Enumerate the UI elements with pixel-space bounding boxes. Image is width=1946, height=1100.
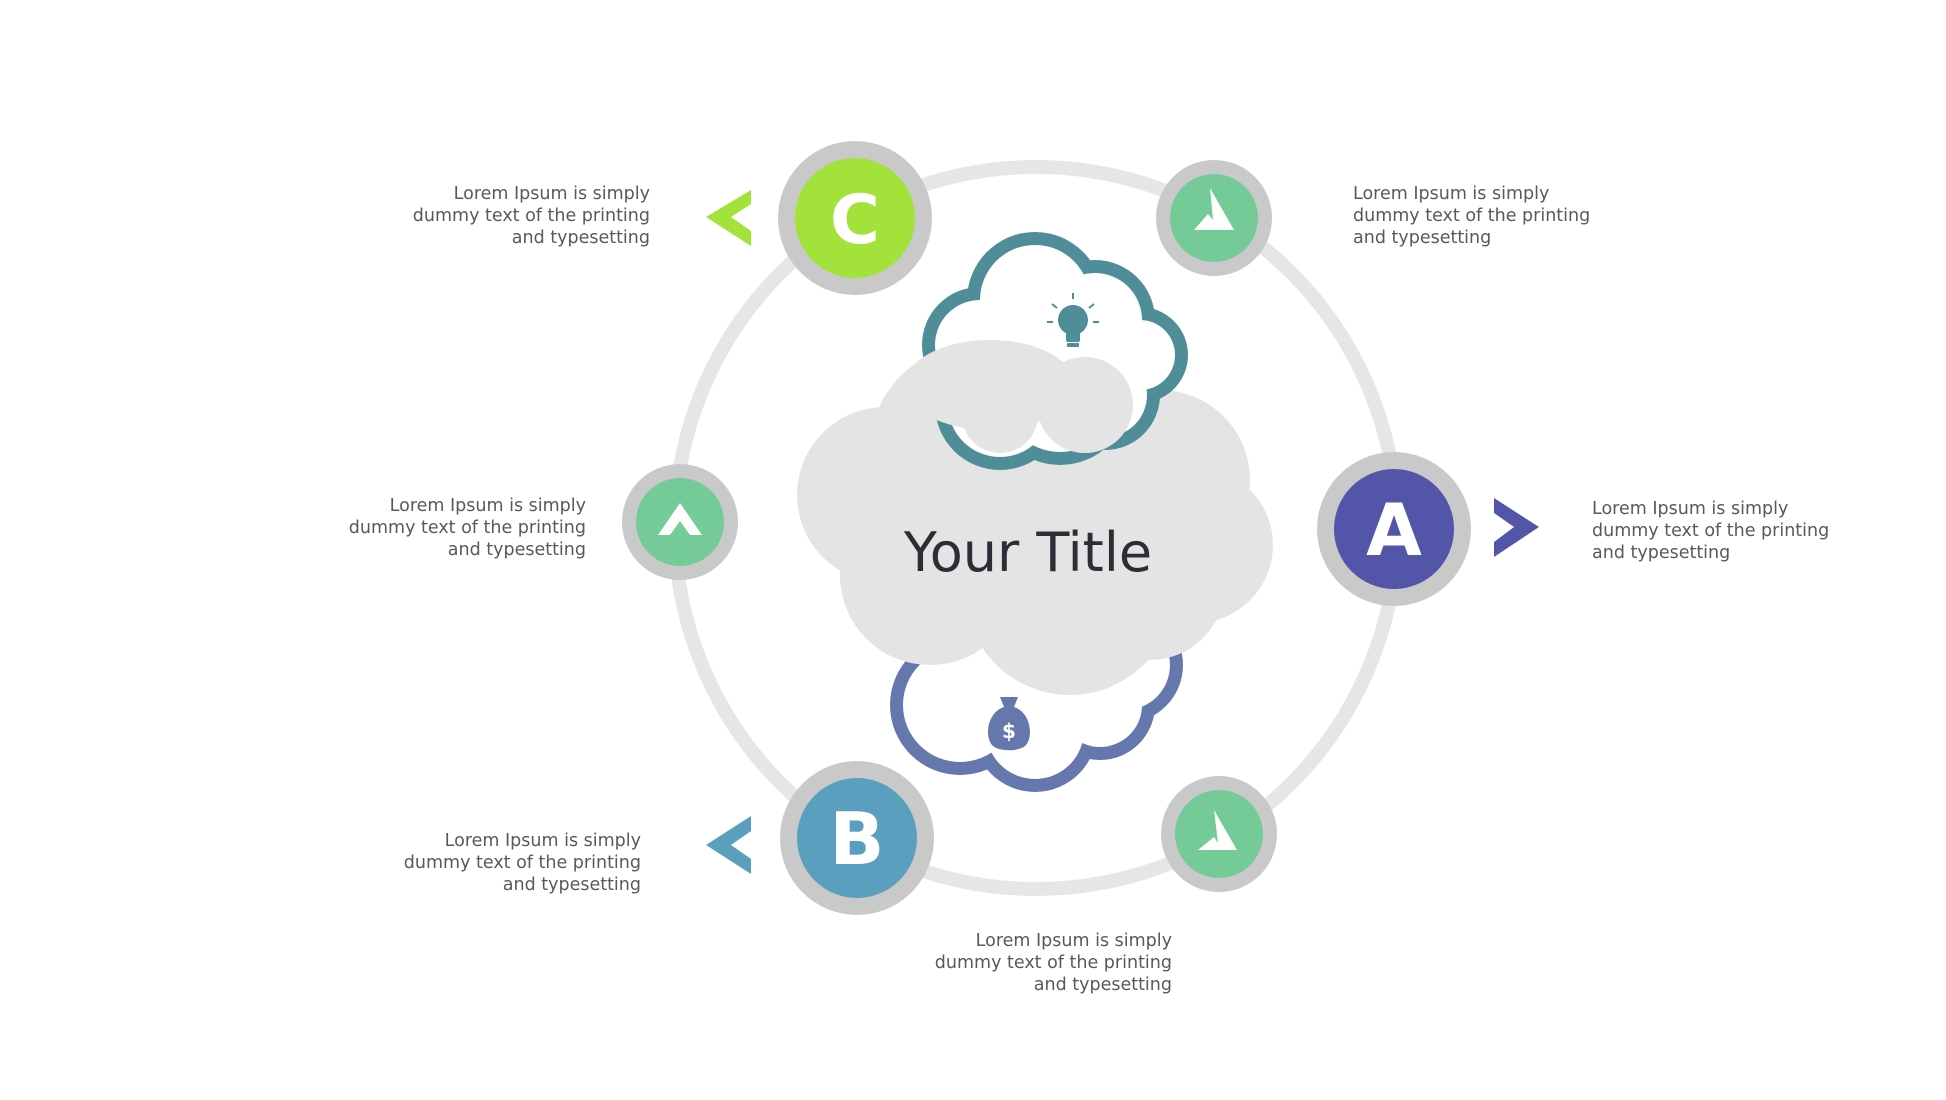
caption-top-left: Lorem Ipsum is simply dummy text of the … xyxy=(412,184,650,248)
node-small-left xyxy=(622,464,738,580)
money-bag-icon: $ xyxy=(988,697,1030,751)
node-small-bottom-right xyxy=(1161,776,1277,892)
node-a-letter: A xyxy=(1366,488,1422,572)
arrow-a-right-icon xyxy=(1494,498,1539,557)
triangle-icon xyxy=(658,503,702,535)
node-a: A xyxy=(1317,452,1471,606)
node-c: C xyxy=(778,141,932,295)
triangle-icon xyxy=(1194,188,1234,230)
triangle-icon xyxy=(1198,810,1237,850)
caption-bottom-left: Lorem Ipsum is simply dummy text of the … xyxy=(403,831,641,895)
dollar-symbol: $ xyxy=(1002,719,1016,743)
node-b-letter: B xyxy=(830,797,885,881)
node-c-letter: C xyxy=(830,181,880,260)
bottom-cloud: $ xyxy=(840,485,1225,792)
lightbulb-icon xyxy=(1047,293,1099,347)
node-b: B xyxy=(780,761,934,915)
top-cloud xyxy=(905,232,1188,470)
caption-bottom-center: Lorem Ipsum is simply dummy text of the … xyxy=(934,931,1172,995)
node-small-top-right xyxy=(1156,160,1272,276)
arrow-b-left-icon xyxy=(706,816,751,874)
diagram-title: Your Title xyxy=(903,521,1152,584)
caption-middle-left: Lorem Ipsum is simply dummy text of the … xyxy=(348,496,586,560)
arrow-c-left-icon xyxy=(706,190,751,246)
caption-middle-right: Lorem Ipsum is simply dummy text of the … xyxy=(1592,499,1830,563)
caption-top-right: Lorem Ipsum is simply dummy text of the … xyxy=(1353,184,1591,248)
